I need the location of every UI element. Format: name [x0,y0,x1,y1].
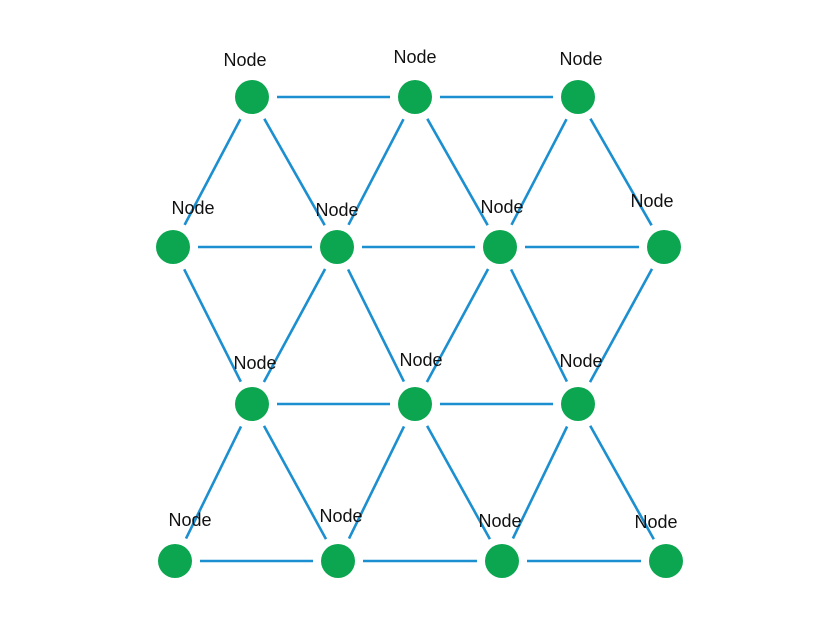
node-label: Node [171,198,214,218]
node-r0c0: Node [223,50,269,114]
node-label: Node [478,511,521,531]
node-circle [561,387,595,421]
edge-r0c0-r1c1 [263,118,326,226]
edge-r0c2-r1c3 [589,118,653,226]
node-circle [483,230,517,264]
edge-r1c2-r2c1 [425,268,490,383]
edge-r0c2-r1c2 [510,118,568,226]
edge-r1c0-r2c0 [183,268,242,383]
edge-r2c0-r3c1 [262,425,328,540]
node-label: Node [630,191,673,211]
edge-r1c2-r2c2 [509,268,569,383]
node-r2c0: Node [233,353,277,421]
node-r1c1: Node [315,200,359,264]
node-circle [158,544,192,578]
node-label: Node [315,200,358,220]
node-circle [235,387,269,421]
node-r3c0: Node [158,510,212,578]
node-circle [321,544,355,578]
node-circle [649,544,683,578]
node-r3c1: Node [319,506,363,578]
node-r0c2: Node [559,49,603,114]
node-r0c1: Node [393,47,437,114]
node-r1c2: Node [480,197,524,264]
edge-r2c2-r3c3 [589,425,655,540]
node-circle [235,80,269,114]
edges-layer [183,95,655,563]
node-circle [156,230,190,264]
node-label: Node [399,350,442,370]
node-circle [398,80,432,114]
edge-r0c0-r1c0 [183,118,242,226]
edge-r1c1-r2c0 [262,268,327,383]
edge-r2c2-r3c2 [511,425,569,540]
edge-r0c1-r1c1 [347,118,405,226]
node-r3c2: Node [478,511,522,578]
node-label: Node [559,351,602,371]
edge-r0c1-r1c2 [426,118,489,226]
node-circle [398,387,432,421]
node-circle [561,80,595,114]
node-r3c3: Node [634,512,683,578]
node-circle [647,230,681,264]
node-r2c2: Node [559,351,603,421]
edge-r2c1-r3c1 [347,425,406,540]
edge-r1c1-r2c1 [346,268,406,383]
node-label: Node [559,49,602,69]
node-label: Node [233,353,276,373]
node-circle [320,230,354,264]
node-r1c3: Node [630,191,681,264]
node-circle [485,544,519,578]
node-label: Node [393,47,436,67]
edge-r2c1-r3c2 [425,425,492,540]
node-label: Node [480,197,523,217]
node-label: Node [634,512,677,532]
edge-r1c3-r2c2 [588,268,654,383]
node-r2c1: Node [398,350,443,421]
node-label: Node [319,506,362,526]
node-label: Node [168,510,211,530]
node-label: Node [223,50,266,70]
node-r1c0: Node [156,198,215,264]
edge-r2c0-r3c0 [184,425,243,540]
